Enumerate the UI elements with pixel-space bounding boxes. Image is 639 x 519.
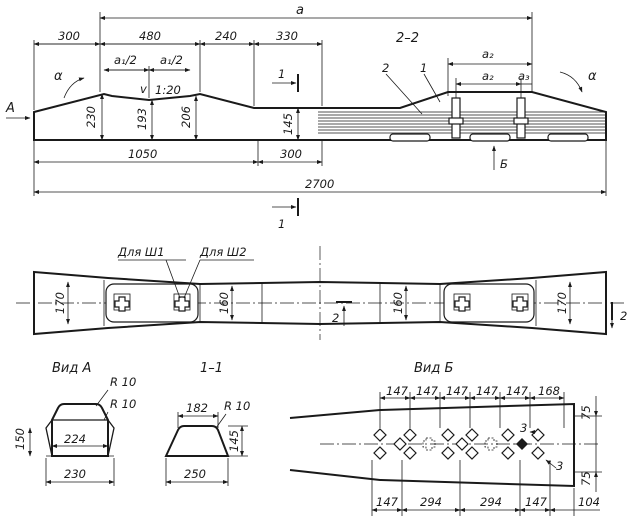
bottom-pads (389, 133, 589, 142)
vb-r75-bottom: 75 (579, 471, 593, 486)
cross-hole-1 (113, 293, 131, 312)
view-a: Вид А R 10 R 10 150 224 230 (13, 361, 136, 486)
vb-top-147-1: 147 (386, 384, 409, 398)
elevation-view: a 300 480 240 330 a₁/2 a₁/2 1:20 v α A 2… (5, 3, 607, 231)
dim-w170-left: 170 (53, 292, 67, 314)
bolt-right (513, 97, 529, 139)
view-b-arrow-label: Б (500, 157, 508, 171)
dim-a2-low: a₂ (482, 69, 494, 83)
view-a-arrow-label: A (5, 101, 15, 116)
dim-w170-right: 170 (555, 292, 569, 314)
vb-top-147-4: 147 (476, 384, 499, 398)
alpha-right: α (588, 69, 597, 84)
dim-h230: 230 (84, 106, 98, 128)
dim-top-300: 300 (58, 29, 80, 43)
plan-outline (33, 270, 607, 336)
dim-a: a (296, 3, 304, 18)
view-b-title: Вид Б (414, 361, 453, 376)
dim-1050: 1050 (128, 147, 157, 161)
dashed-cross-holes (422, 437, 498, 451)
bolt-left (448, 97, 464, 139)
view-a-w224: 224 (64, 432, 86, 446)
view-a-title: Вид А (52, 361, 91, 376)
dim-h193: 193 (135, 108, 149, 130)
view-b: Вид Б 3 3 (289, 361, 602, 516)
sec2-left-label: 2 (332, 311, 339, 325)
vb-bot-147-2: 147 (525, 495, 548, 509)
diamond-holes (373, 428, 545, 460)
vb-top-147-2: 147 (416, 384, 439, 398)
view-a-w230: 230 (64, 467, 86, 481)
cross-hole-2 (173, 293, 191, 312)
vb-bot-294-1: 294 (420, 495, 442, 509)
vb-bot-294-2: 294 (480, 495, 502, 509)
dim-h145: 145 (281, 113, 295, 135)
alpha-left: α (54, 69, 63, 84)
label-for-sh1: Для Ш1 (117, 245, 165, 259)
cross-hole-4 (511, 293, 529, 312)
dim-a1-half-right: a₁/2 (160, 53, 183, 67)
sec11-w250: 250 (184, 467, 206, 481)
sec11-h145: 145 (227, 430, 241, 452)
dim-300-bottom: 300 (280, 147, 302, 161)
section-2-2-title: 2–2 (396, 31, 419, 46)
dim-a2-top: a₂ (482, 47, 494, 61)
vb-bot-104: 104 (578, 495, 600, 509)
vb-top-147-5: 147 (506, 384, 529, 398)
vb-bot-147-1: 147 (376, 495, 399, 509)
view-b-mark-3b: 3 (556, 459, 563, 473)
dim-top-240: 240 (215, 29, 237, 43)
section-1-1: 1–1 182 R 10 145 250 (164, 361, 250, 486)
view-a-r1: R 10 (110, 375, 136, 389)
pad-left (105, 283, 199, 323)
label-for-sh2: Для Ш2 (199, 245, 247, 259)
sec11-title: 1–1 (200, 361, 223, 376)
dim-h206: 206 (179, 106, 193, 128)
plan-view: Для Ш1 Для Ш2 170 160 160 170 2 2 (16, 245, 627, 340)
sec-1-top-label: 1 (278, 67, 285, 81)
view-a-h150: 150 (13, 428, 27, 450)
slope-marker: v (140, 82, 147, 96)
slope-label: 1:20 (155, 83, 181, 97)
vb-top-168: 168 (538, 384, 560, 398)
view-a-r2: R 10 (110, 397, 136, 411)
sec11-r: R 10 (224, 399, 250, 413)
pad-right (443, 283, 535, 323)
dim-a3: a₃ (518, 69, 530, 83)
cross-hole-3 (453, 293, 471, 312)
dim-a1-half-left: a₁/2 (114, 53, 137, 67)
view-a-outline (51, 403, 109, 457)
sec11-outline (164, 425, 230, 457)
leader-label-2: 2 (382, 61, 389, 75)
dim-top-480: 480 (139, 29, 161, 43)
view-b-mark-3a: 3 (520, 421, 527, 435)
sec2-right-label: 2 (620, 309, 627, 323)
sec-1-bottom-label: 1 (278, 217, 285, 231)
dim-top-330: 330 (276, 29, 298, 43)
vb-r75-top: 75 (579, 405, 593, 420)
sleeper-profile (33, 91, 607, 141)
dim-w160-right: 160 (391, 292, 405, 314)
dim-w160-left: 160 (217, 292, 231, 314)
dim-2700: 2700 (305, 177, 334, 191)
leader-label-1: 1 (420, 61, 427, 75)
view-b-outline (289, 402, 575, 488)
sec11-w182: 182 (186, 401, 208, 415)
vb-top-147-3: 147 (446, 384, 469, 398)
